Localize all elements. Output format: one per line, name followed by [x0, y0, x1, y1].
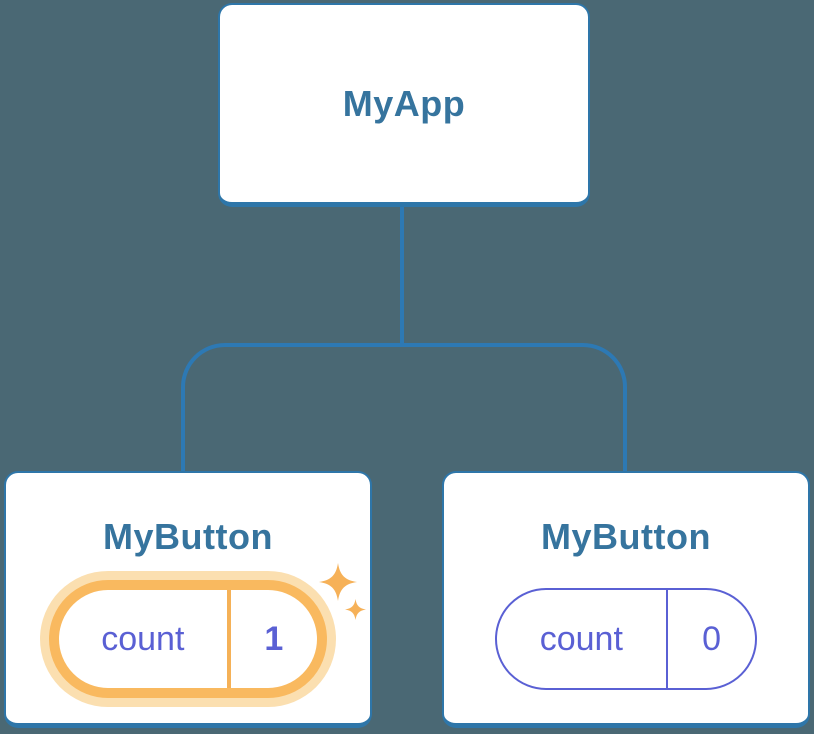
sparkle-icon: [319, 563, 357, 601]
sparkle-icon-small: [345, 599, 366, 620]
pill-divider: [226, 590, 231, 688]
connector-branch: [181, 343, 627, 472]
connector-root-to-branch: [400, 205, 404, 345]
node-myapp-title: MyApp: [342, 82, 466, 124]
state-value: 0: [702, 619, 721, 658]
state-value: 1: [264, 619, 284, 658]
node-mybutton-updated: MyButton count 1: [4, 471, 372, 728]
node-mybutton-updated-title: MyButton: [103, 516, 273, 557]
state-label: count: [539, 619, 623, 658]
node-mybutton-unchanged-title: MyButton: [541, 516, 711, 557]
state-pill-highlighted: count 1: [49, 580, 327, 698]
state-pill-normal: count 0: [495, 588, 757, 690]
node-myapp: MyApp: [218, 3, 590, 207]
pill-divider: [665, 590, 669, 688]
state-label: count: [101, 619, 185, 658]
node-mybutton-unchanged: MyButton count 0: [442, 471, 810, 728]
